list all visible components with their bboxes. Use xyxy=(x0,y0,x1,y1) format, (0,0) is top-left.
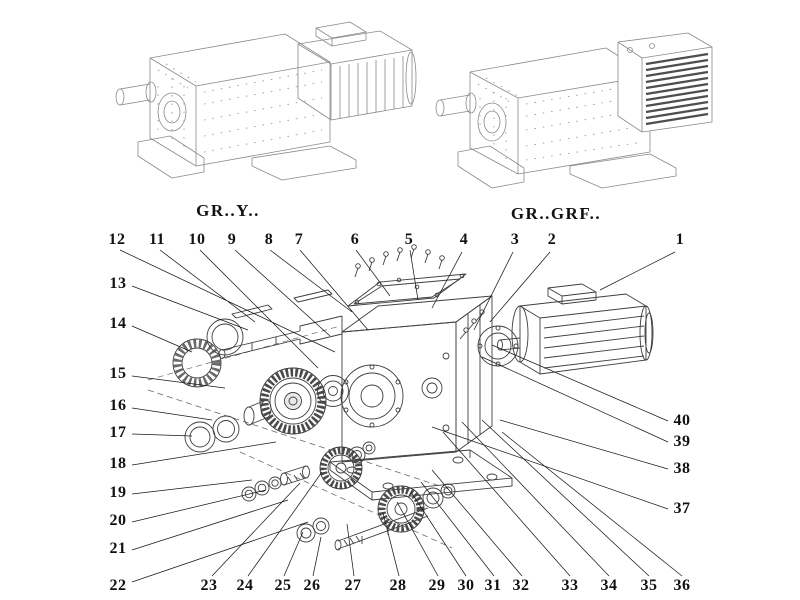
callout-33: 33 xyxy=(561,577,579,594)
callout-26: 26 xyxy=(303,577,321,594)
callout-24: 24 xyxy=(236,577,254,594)
motor-drawing xyxy=(459,283,654,375)
callout-10: 10 xyxy=(188,231,206,248)
callout-29: 29 xyxy=(428,577,446,594)
callout-34: 34 xyxy=(600,577,618,594)
variant-label-gr-grf: GR..GRF.. xyxy=(510,204,602,223)
callout-9: 9 xyxy=(227,231,237,248)
gearmotor-right-drawing xyxy=(435,32,713,189)
callout-6: 6 xyxy=(350,231,360,248)
callout-4: 4 xyxy=(459,231,469,248)
bearing-and-seal-drawing xyxy=(172,318,272,453)
callout-23: 23 xyxy=(200,577,218,594)
large-gear-drawing xyxy=(259,367,349,435)
leader-lines xyxy=(119,249,683,583)
exploded-view-drawing xyxy=(147,244,654,551)
gearbox-housing-drawing xyxy=(329,295,513,501)
callout-20: 20 xyxy=(109,512,127,529)
callout-40: 40 xyxy=(673,412,691,429)
callout-11: 11 xyxy=(148,231,166,248)
gearmotor-left-drawing xyxy=(115,21,417,181)
callout-30: 30 xyxy=(457,577,475,594)
assembly-axis-lines xyxy=(147,325,453,549)
callout-1: 1 xyxy=(675,231,685,248)
callout-14: 14 xyxy=(109,315,127,332)
compact-fin-unit-drawing xyxy=(617,32,713,133)
callout-7: 7 xyxy=(294,231,304,248)
callout-18: 18 xyxy=(109,455,127,472)
callout-37: 37 xyxy=(673,500,691,517)
callout-19: 19 xyxy=(109,484,127,501)
callout-25: 25 xyxy=(274,577,292,594)
variant-label-gr-y: GR..Y.. xyxy=(196,201,260,220)
callout-31: 31 xyxy=(484,577,502,594)
callout-8: 8 xyxy=(264,231,274,248)
callout-13: 13 xyxy=(109,275,127,292)
callout-2: 2 xyxy=(547,231,557,248)
callout-15: 15 xyxy=(109,365,127,382)
callout-35: 35 xyxy=(640,577,658,594)
callout-27: 27 xyxy=(344,577,362,594)
callout-28: 28 xyxy=(389,577,407,594)
intermediate-gear-drawing xyxy=(241,441,376,543)
callout-17: 17 xyxy=(109,424,127,441)
callout-38: 38 xyxy=(673,460,691,477)
callout-12: 12 xyxy=(108,231,126,248)
callout-36: 36 xyxy=(673,577,691,594)
callout-3: 3 xyxy=(510,231,520,248)
callout-32: 32 xyxy=(512,577,530,594)
callout-16: 16 xyxy=(109,397,127,414)
callout-22: 22 xyxy=(109,577,127,594)
input-shaft-drawing xyxy=(218,289,343,359)
callout-39: 39 xyxy=(673,433,691,450)
cover-plate-and-screws-drawing xyxy=(347,244,467,307)
callout-5: 5 xyxy=(404,231,414,248)
callout-21: 21 xyxy=(109,540,127,557)
output-pinion-shaft-drawing xyxy=(334,483,456,551)
